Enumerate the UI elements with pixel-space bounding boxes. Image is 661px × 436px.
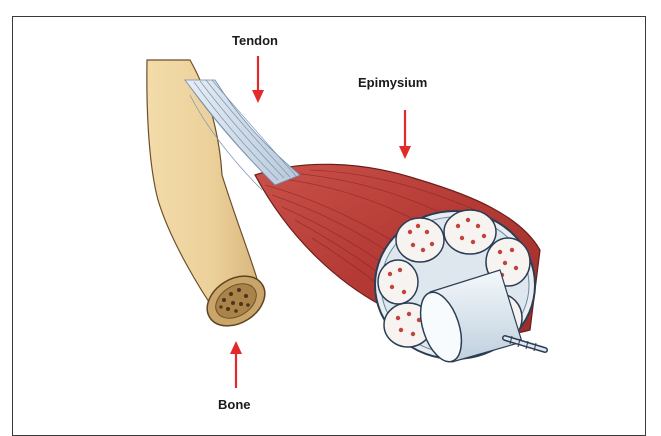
tendon-label: Tendon: [232, 33, 278, 48]
fascicle: [378, 260, 418, 304]
tendon-arrow: [252, 56, 264, 103]
bone-arrow: [230, 341, 242, 388]
bone-label: Bone: [218, 397, 251, 412]
fascicle: [444, 210, 496, 254]
fascicle: [396, 218, 444, 262]
epimysium-label: Epimysium: [358, 75, 427, 90]
epimysium-arrow: [399, 110, 411, 159]
